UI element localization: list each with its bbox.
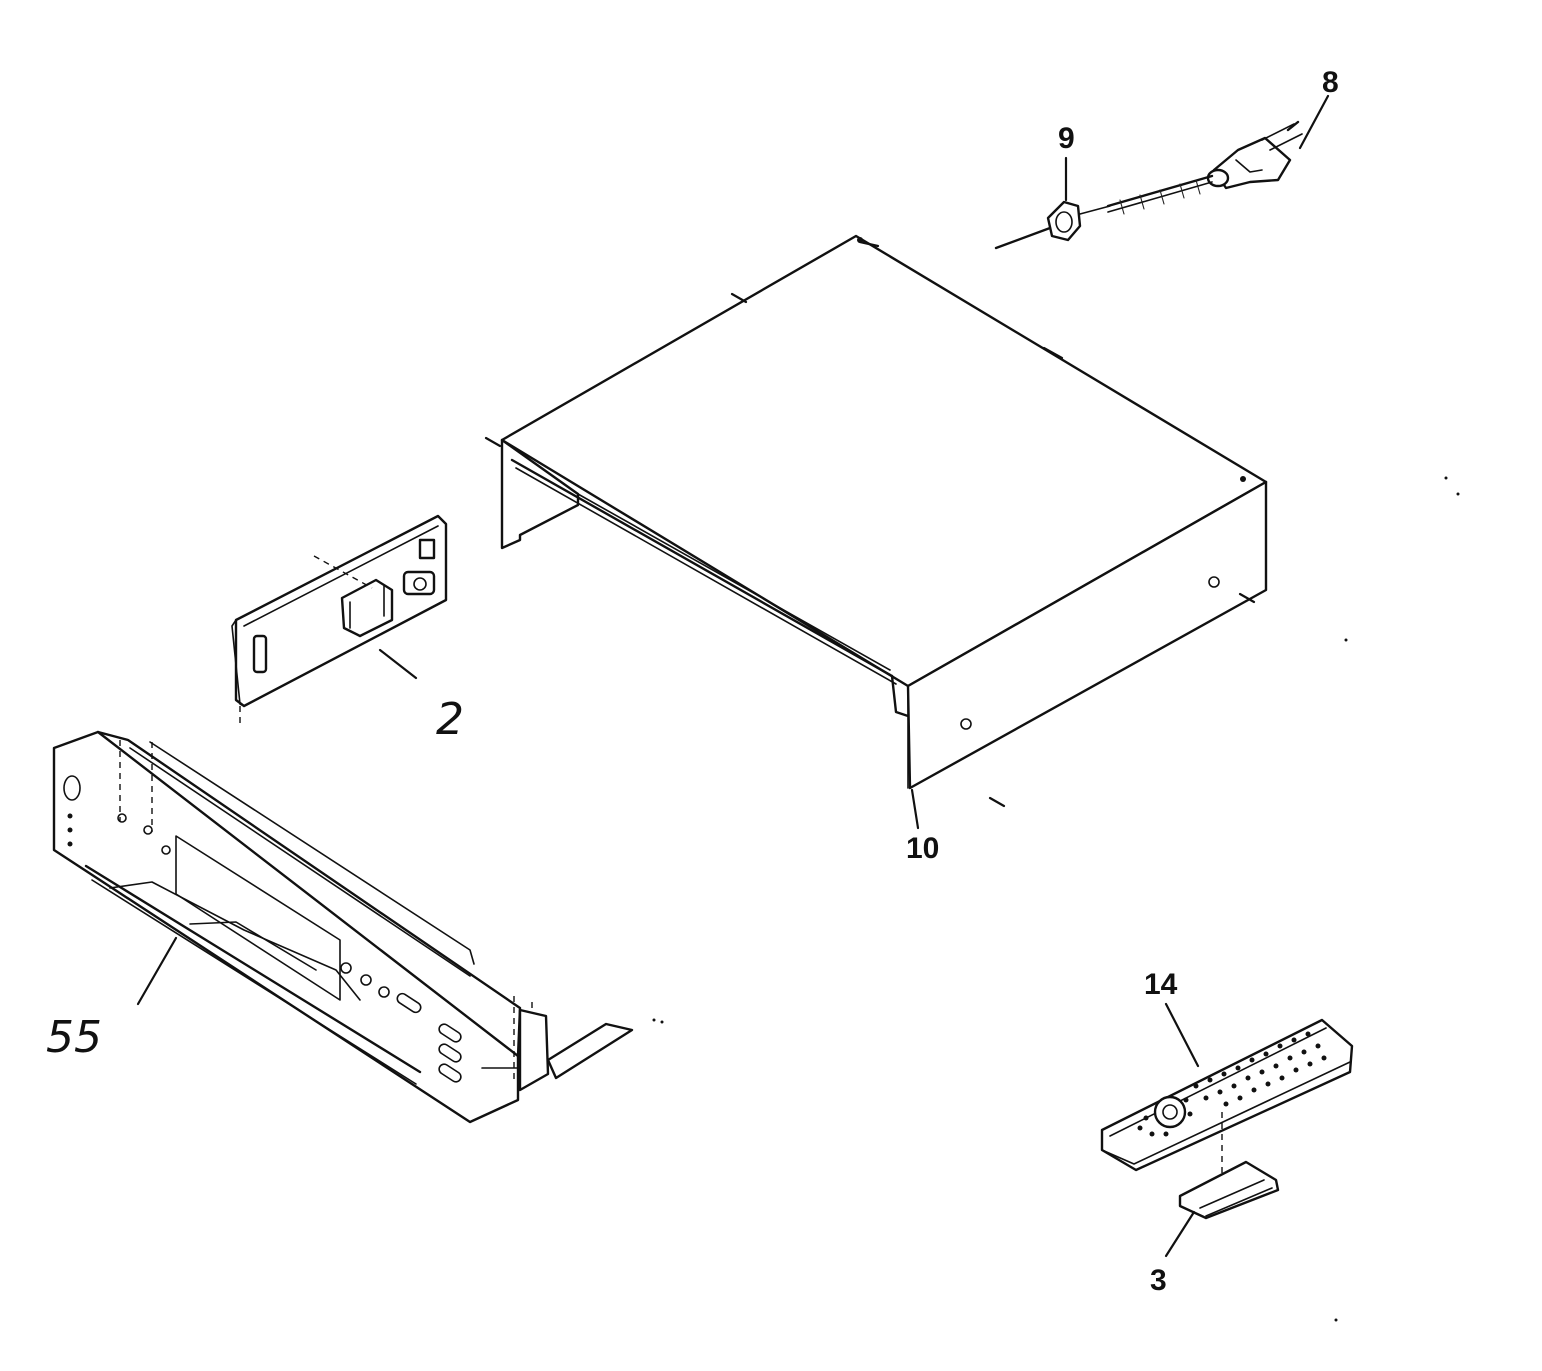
callout-14-leader <box>1164 1002 1200 1068</box>
power-plug-part <box>1206 120 1303 190</box>
front-panel-assembly-part <box>52 730 634 1124</box>
battery-cover-part <box>1178 1160 1280 1220</box>
strain-relief-bushing-part <box>994 200 1111 250</box>
callout-8: 8 <box>1322 66 1339 99</box>
callout-2: 2 <box>436 694 464 745</box>
power-cord-part <box>1106 174 1214 215</box>
callout-10-leader <box>910 788 920 830</box>
remote-control-part <box>1100 1018 1354 1200</box>
callout-14: 14 <box>1144 968 1178 1001</box>
callout-10: 10 <box>906 832 939 865</box>
callout-8-leader <box>1298 94 1330 150</box>
cabinet-cover-part <box>484 234 1268 808</box>
front-circuit-board-part <box>231 514 448 724</box>
callout-55-leader <box>136 936 178 1006</box>
callout-9: 9 <box>1058 122 1075 155</box>
callout-3: 3 <box>1150 1264 1167 1297</box>
callout-3-leader <box>1164 1210 1196 1258</box>
scan-specks <box>652 476 1460 1322</box>
callout-55: 55 <box>46 1012 102 1063</box>
remote-button-grid <box>1137 1031 1327 1137</box>
callout-2-leader <box>378 648 418 680</box>
